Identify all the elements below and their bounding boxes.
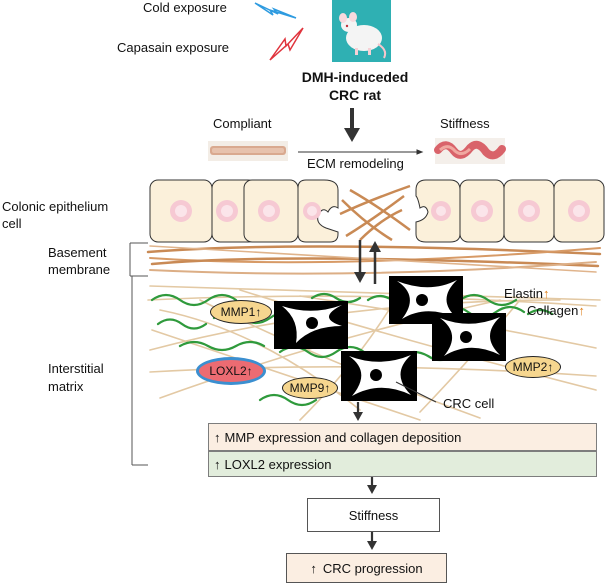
collagen-label: Collagen↑ [527,303,585,318]
cold-exposure-label: Cold exposure [143,0,227,15]
rat-photo-icon [332,0,391,62]
gap-fibers [339,184,411,242]
model-label-line2: CRC rat [328,87,382,103]
crc-progression-box: ↑ CRC progression [286,553,447,583]
basement-membrane-label: Basement membrane [48,245,111,277]
ecm-remodeling-label: ECM remodeling [307,156,404,171]
model-label-line1: DMH-induceded [301,69,409,85]
basement-membrane-fibers [146,245,602,275]
crc-cell-2 [389,276,463,324]
epithelium-left [149,179,339,243]
crc-cell-1 [274,301,348,349]
compliant-tissue-icon [208,141,288,161]
interstitial-matrix-label: Interstitial matrix [48,361,104,394]
stiff-tissue-icon [434,138,506,164]
loxl2-badge: LOXL2↑ [196,357,266,385]
epithelium-right [415,179,605,243]
stiffness-box: Stiffness [307,498,440,532]
crc-cell-4 [341,351,417,401]
mmp1-badge: MMP1↑ [210,300,272,324]
stiffness-label: Stiffness [440,116,490,131]
mmp2-badge: MMP2↑ [505,356,561,378]
capsaicin-lightning-icon [269,27,304,61]
epithelium-label: Colonic epithelium cell [2,199,109,231]
loxl2-expression-box: ↑ LOXL2 expression [208,451,597,477]
mmp9-badge: MMP9↑ [282,377,338,399]
elastin-label: Elastin↑ [504,286,550,301]
cold-lightning-icon [254,2,297,19]
compliant-label: Compliant [213,116,272,131]
capsaicin-exposure-label: Capasain exposure [117,40,230,55]
crc-cell-3 [432,313,506,361]
mmp-expression-box: ↑ MMP expression and collagen deposition [208,423,597,451]
crc-cell-label: CRC cell [443,396,495,411]
model-label: DMH-induceded CRC rat [285,68,425,104]
